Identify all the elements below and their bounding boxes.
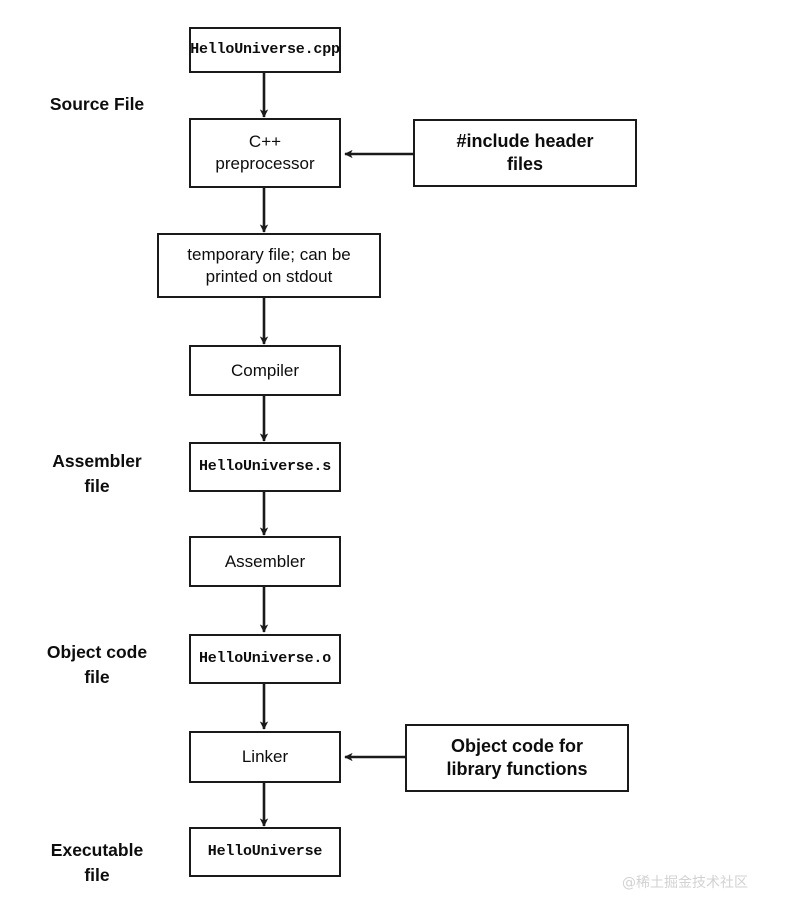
node-cpp-preprocessor: C++ preprocessor bbox=[189, 118, 341, 188]
node-include-header-files: #include header files bbox=[413, 119, 637, 187]
watermark: @稀土掘金技术社区 bbox=[622, 875, 748, 891]
margin-label-executable-file: Executable file bbox=[50, 840, 144, 886]
node-hellouniverse: HelloUniverse bbox=[189, 827, 341, 877]
margin-label-assembler-file: Assembler file bbox=[52, 451, 142, 497]
node-hellouniverse-s: HelloUniverse.s bbox=[189, 442, 341, 492]
node-hellouniverse-o: HelloUniverse.o bbox=[189, 634, 341, 684]
node-assembler: Assembler bbox=[189, 536, 341, 587]
margin-label-source-file: Source File bbox=[49, 94, 145, 114]
node-hellouniverse-cpp: HelloUniverse.cpp bbox=[189, 27, 341, 73]
node-linker: Linker bbox=[189, 731, 341, 783]
node-object-code-library: Object code for library functions bbox=[405, 724, 629, 792]
node-compiler: Compiler bbox=[189, 345, 341, 396]
margin-label-object-code-file: Object code file bbox=[46, 642, 148, 688]
node-temporary-file: temporary file; can be printed on stdout bbox=[157, 233, 381, 298]
